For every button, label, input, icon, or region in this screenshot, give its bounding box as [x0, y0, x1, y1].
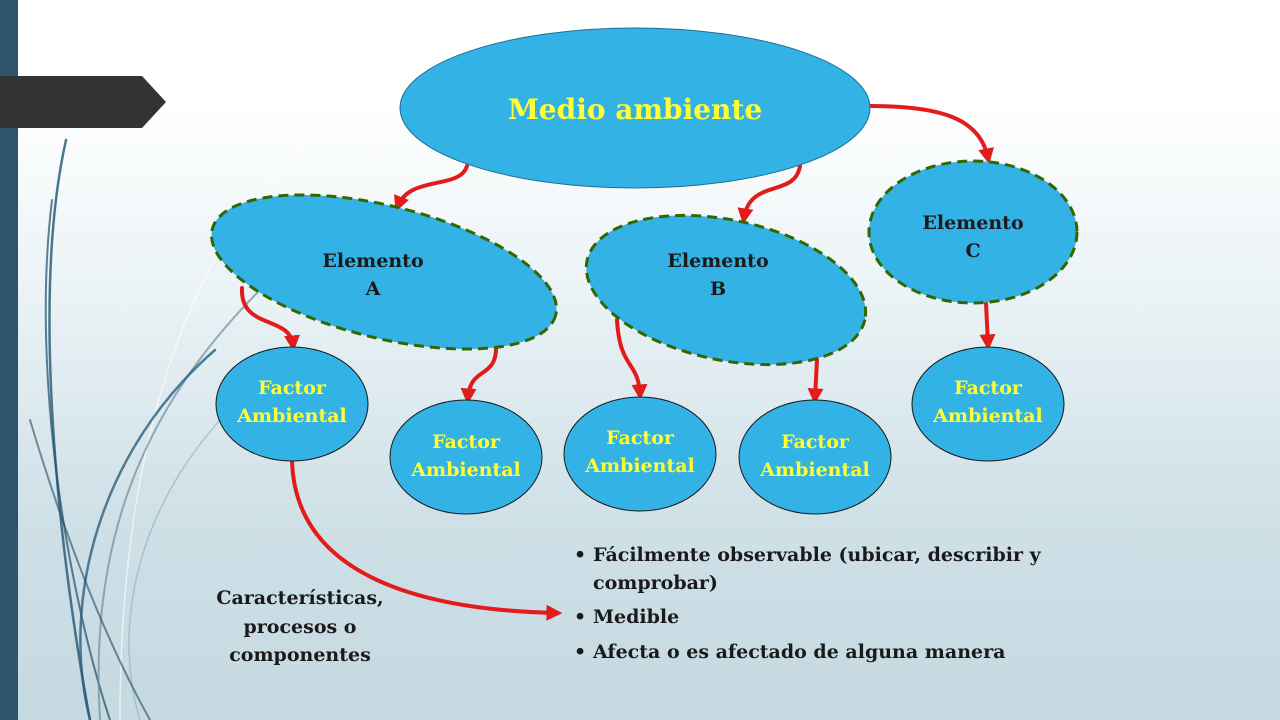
list-item-text: Afecta o es afectado de alguna manera	[593, 640, 1006, 663]
list-item-text: Medible	[593, 606, 680, 629]
list-item-text: Fácilmente observable (ubicar, describir…	[593, 544, 1041, 594]
bullet-icon: •	[574, 640, 587, 663]
element-node-a	[210, 193, 558, 351]
characteristics-list: • Fácilmente observable (ubicar, describ…	[566, 542, 1126, 673]
element-a-label: Elemento A	[322, 250, 424, 300]
arrow-factor-1-to-characteristics	[290, 458, 563, 621]
arrow-element-b-to-factor-4	[807, 358, 824, 405]
arrow-element-a-to-factor-1	[239, 286, 300, 352]
factor-5-label: Factor Ambiental	[933, 377, 1043, 427]
factor-node-1	[215, 346, 369, 462]
factor-node-4	[738, 399, 892, 515]
connector-arrows	[239, 104, 996, 621]
title-tab-arrow	[0, 76, 166, 128]
element-node-c	[867, 159, 1079, 305]
factor-4-label: Factor Ambiental	[760, 431, 870, 481]
factor-1-label: Factor Ambiental	[237, 377, 347, 427]
bullet-icon: •	[574, 544, 587, 566]
factor-2-label: Factor Ambiental	[411, 431, 521, 481]
factor-node-5	[911, 346, 1065, 462]
decorative-curves	[29, 138, 301, 720]
bullet-icon: •	[574, 606, 587, 629]
factor-node-2	[389, 399, 543, 515]
factor-node-3	[563, 396, 717, 512]
factor-3-label: Factor Ambiental	[585, 427, 695, 477]
root-node-medio-ambiente	[399, 27, 871, 189]
element-b-label: Elemento B	[667, 250, 769, 300]
arrow-root-to-element-a	[394, 164, 469, 212]
arrow-element-c-to-factor-5	[979, 301, 996, 351]
list-item: • Afecta o es afectado de alguna manera	[566, 639, 1126, 667]
element-node-b	[584, 213, 868, 367]
root-node-label: Medio ambiente	[507, 92, 763, 126]
element-c-label: Elemento C	[922, 212, 1024, 262]
arrow-element-b-to-factor-3	[615, 318, 648, 401]
arrow-root-to-element-c	[868, 104, 994, 165]
arrow-root-to-element-b	[737, 164, 802, 225]
left-accent-bar	[0, 0, 18, 720]
arrow-element-a-to-factor-2	[460, 342, 499, 405]
characteristics-caption: Características, procesos o componentes	[216, 587, 384, 666]
list-item: • Fácilmente observable (ubicar, describ…	[566, 542, 1126, 597]
list-item: • Medible	[566, 604, 1126, 632]
